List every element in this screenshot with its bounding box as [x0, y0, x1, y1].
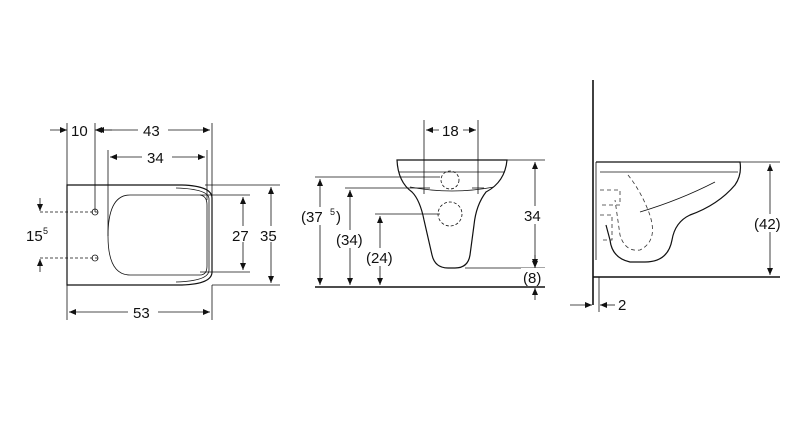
- dim-low-height: (24): [366, 250, 393, 267]
- dim-seat-width: 34: [147, 150, 164, 167]
- side-bowl-outline: [596, 161, 742, 263]
- top-view-seat: [107, 194, 208, 276]
- front-bowl-outline: [396, 159, 508, 269]
- dim-total-height: (37: [301, 209, 323, 226]
- dim-height: (42): [754, 216, 781, 233]
- front-view: 18 (37 5 ) (34) (24) 34 (8): [298, 120, 549, 300]
- dim-right-height: 34: [524, 208, 541, 225]
- dim-overall-bottom: 53: [133, 305, 150, 322]
- dim-bolt-spacing-sup: 5: [43, 226, 48, 236]
- dim-bottom-offset: (8): [523, 270, 541, 287]
- dim-mid-height: (34): [336, 232, 363, 249]
- dim-overall-top: 43: [143, 123, 160, 140]
- dim-total-height-sup: 5: [330, 207, 335, 217]
- dim-total-height-close: ): [336, 209, 341, 226]
- dim-wall-offset: 2: [618, 297, 626, 314]
- top-view-outline: [66, 184, 213, 286]
- dim-left-offset: 10: [71, 123, 88, 140]
- side-view: (42) 2: [570, 80, 790, 314]
- dim-bolt-spacing: 15: [26, 228, 43, 245]
- top-view: 10 43 34 15 5 27 35 53: [26, 121, 282, 322]
- dim-bolt-top: 18: [442, 123, 459, 140]
- dim-inner-depth: 27: [232, 228, 249, 245]
- dim-overall-depth: 35: [260, 228, 277, 245]
